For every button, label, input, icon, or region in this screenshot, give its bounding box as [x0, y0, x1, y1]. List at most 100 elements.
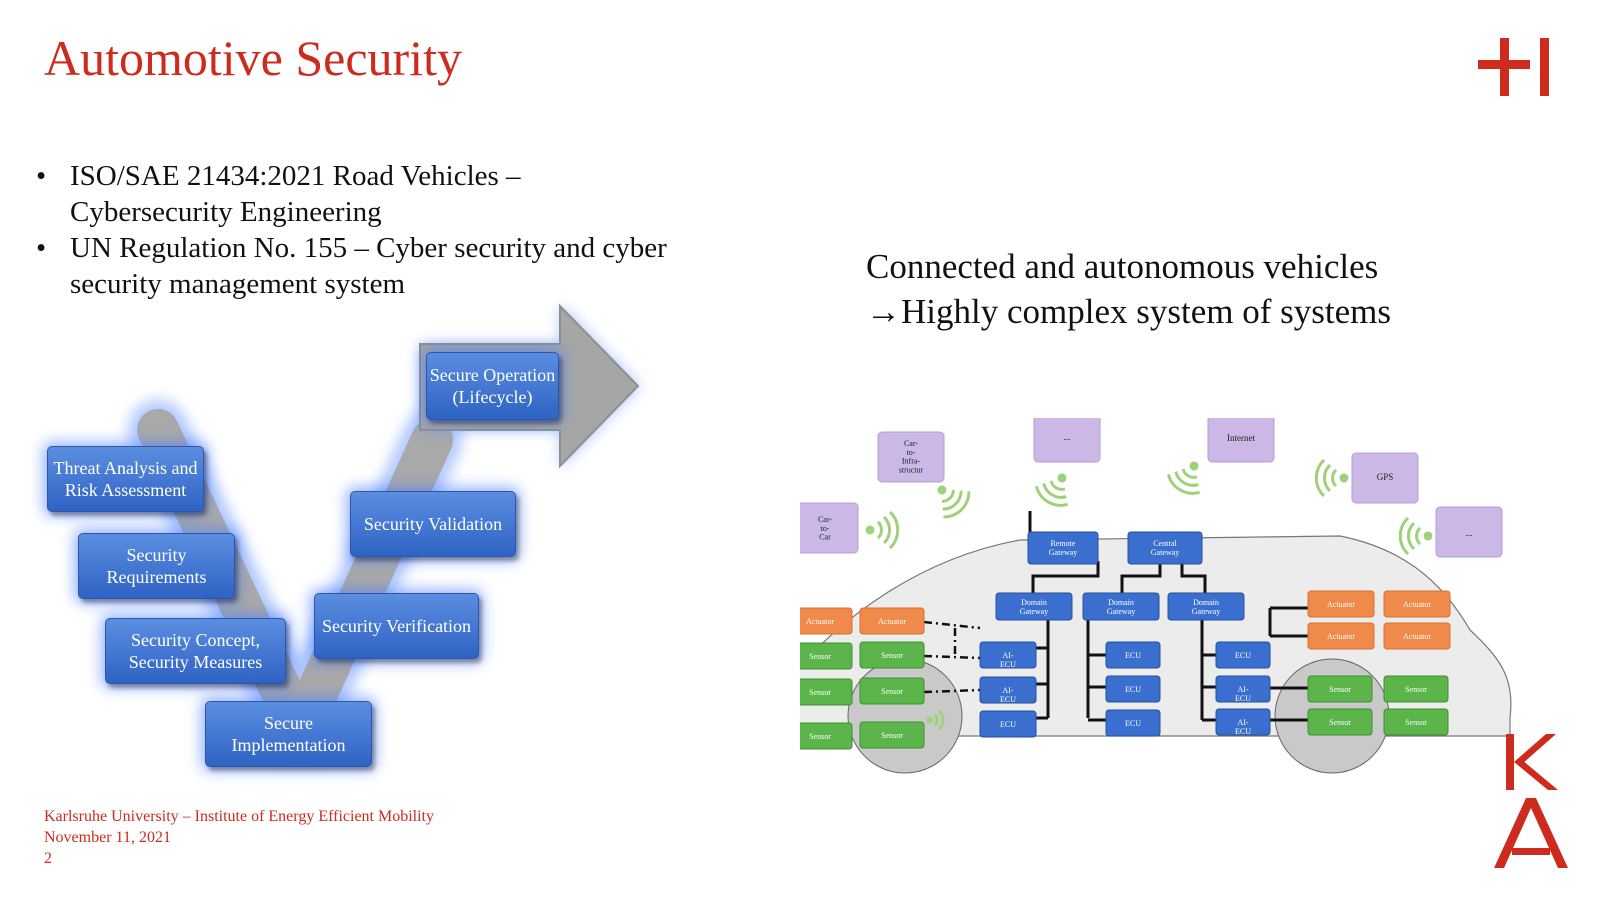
bullet-item: •UN Regulation No. 155 – Cyber security … — [36, 232, 667, 300]
actuator-label: Actuator — [1327, 600, 1355, 609]
security-verification-label: Security Verification — [321, 616, 472, 636]
external-node-internet: Internet — [1207, 418, 1275, 463]
external-node-gps: GPS — [1351, 452, 1419, 504]
external-node-more-1: ... — [1033, 418, 1101, 463]
bullet-text: UN Regulation No. 155 – Cyber security a… — [70, 232, 667, 300]
actuator: Actuator — [800, 607, 853, 635]
sensor: Sensor — [1383, 708, 1449, 736]
actuator-label: Actuator — [1403, 600, 1431, 609]
actuator: Actuator — [1383, 590, 1451, 618]
sensor: Sensor — [1383, 675, 1449, 703]
wireless-signal-icon — [1166, 461, 1201, 495]
sensor: Sensor — [1307, 675, 1373, 703]
ecu: ECU — [1105, 675, 1161, 703]
ecu-label: ECU — [1125, 719, 1141, 728]
actuator-label: Actuator — [878, 617, 906, 626]
wireless-signal-icon — [1314, 458, 1349, 498]
kit-logo-ka-icon — [1494, 734, 1568, 868]
sensor-label: Sensor — [881, 651, 903, 660]
sensor-label: Sensor — [881, 687, 903, 696]
secure-operation-box: Secure Operation (Lifecycle) — [426, 352, 559, 420]
secure-implementation-box: Secure Implementation — [205, 701, 372, 767]
ai-ecu: AI-ECU — [1215, 708, 1271, 736]
actuator: Actuator — [1307, 622, 1375, 650]
threat-analysis-label: Threat Analysis and Risk Assessment — [53, 458, 198, 500]
sensor-label: Sensor — [809, 652, 831, 661]
ai-ecu-label: AI-ECU — [1000, 651, 1016, 669]
ecu-label: ECU — [1000, 720, 1016, 729]
wireless-signal-icon — [865, 510, 900, 550]
page-number: 2 — [44, 850, 52, 867]
actuator: Actuator — [1307, 590, 1375, 618]
dashed-links — [923, 620, 981, 694]
security-validation-box: Security Validation — [350, 491, 516, 557]
actuator-label: Actuator — [1403, 632, 1431, 641]
ai-ecu: AI-ECU — [979, 641, 1037, 669]
ecu: ECU — [979, 710, 1037, 738]
bullet-item: •ISO/SAE 21434:2021 Road Vehicles – Cybe… — [36, 160, 521, 228]
front-wheel — [847, 658, 963, 774]
sensor-label: Sensor — [1329, 685, 1351, 694]
ecu-label: ECU — [1125, 651, 1141, 660]
external-node-car-to-infra: Car-to-Infra-structur — [877, 431, 945, 483]
sensor-label: Sensor — [1329, 718, 1351, 727]
car-to-infra-label: Car-to-Infra-structur — [899, 439, 924, 474]
security-concept-box: Security Concept, Security Measures — [105, 618, 286, 684]
ecu-label: ECU — [1125, 685, 1141, 694]
external-node-car-to-car: Car-to-Car — [800, 502, 859, 554]
sensor: Sensor — [859, 641, 925, 669]
ecu: ECU — [1215, 641, 1271, 669]
gps-label: GPS — [1377, 472, 1394, 482]
ai-ecu-label: AI-ECU — [1235, 685, 1251, 703]
more-label-2: ... — [1466, 528, 1473, 538]
security-validation-label: Security Validation — [363, 514, 503, 534]
actuator-label: Actuator — [1327, 632, 1355, 641]
sensor: Sensor — [800, 722, 853, 750]
sensor-label: Sensor — [881, 731, 903, 740]
secure-operation-label: Secure Operation (Lifecycle) — [429, 365, 556, 407]
security-concept-label: Security Concept, Security Measures — [128, 630, 263, 672]
sensor: Sensor — [800, 678, 853, 706]
footer: Karlsruhe University – Institute of Ener… — [44, 806, 434, 869]
headline-line2: →Highly complex system of systems — [866, 292, 1391, 331]
ecu: ECU — [1105, 709, 1161, 737]
sensor: Sensor — [859, 721, 925, 749]
footer-institute: Karlsruhe University – Institute of Ener… — [44, 808, 434, 825]
sensor: Sensor — [859, 677, 925, 705]
wireless-signal-icon — [1034, 473, 1069, 507]
sensor-label: Sensor — [809, 732, 831, 741]
car-to-car-label: Car-to-Car — [818, 515, 832, 542]
vehicle-architecture-diagram: Car-to-Car Car-to-Infra-structur ... Int… — [800, 418, 1512, 774]
more-label-1: ... — [1064, 432, 1071, 442]
security-verification-box: Security Verification — [314, 593, 479, 659]
security-requirements-box: Security Requirements — [78, 533, 235, 599]
wireless-signal-icon — [1398, 516, 1433, 556]
ai-ecu-label: AI-ECU — [1000, 686, 1016, 704]
threat-analysis-box: Threat Analysis and Risk Assessment — [47, 446, 204, 512]
headline: Connected and autonomous vehicles →Highl… — [866, 244, 1391, 334]
actuator: Actuator — [1383, 622, 1451, 650]
internet-label: Internet — [1227, 433, 1255, 443]
bullet-list: •ISO/SAE 21434:2021 Road Vehicles – Cybe… — [36, 158, 676, 302]
ai-ecu-label: AI-ECU — [1235, 718, 1251, 736]
sensor: Sensor — [800, 642, 853, 670]
sensor-label: Sensor — [1405, 718, 1427, 727]
actuator-label: Actuator — [806, 617, 834, 626]
ai-ecu: AI-ECU — [1215, 675, 1271, 703]
secure-implementation-label: Secure Implementation — [231, 713, 346, 755]
bullet-text: ISO/SAE 21434:2021 Road Vehicles – Cyber… — [70, 160, 521, 228]
sensor-label: Sensor — [1405, 685, 1427, 694]
ai-ecu: AI-ECU — [979, 676, 1037, 704]
kit-logo-h-icon — [1478, 38, 1549, 96]
ecu-label: ECU — [1235, 651, 1251, 660]
external-node-more-2: ... — [1435, 506, 1503, 558]
